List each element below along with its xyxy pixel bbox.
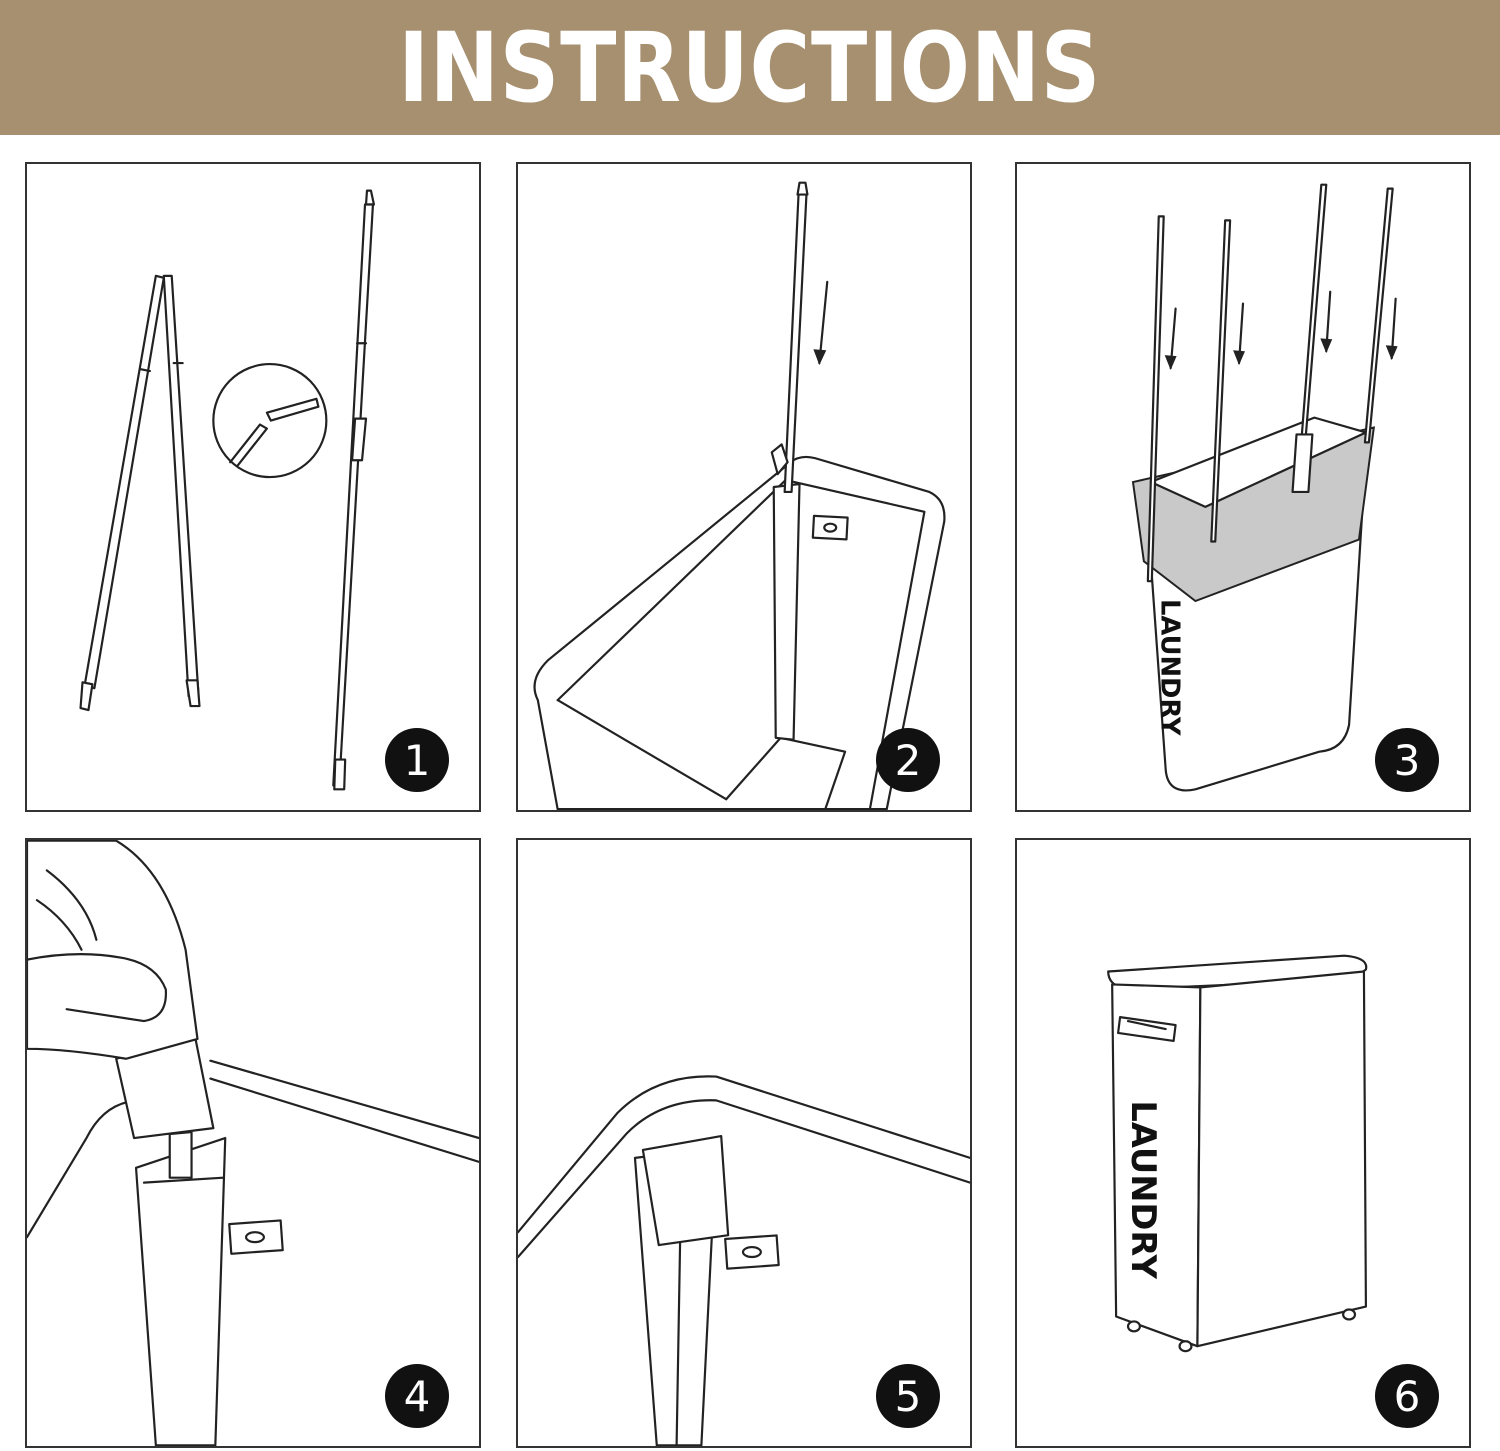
- step-2-number: 2: [876, 728, 940, 792]
- step-6-laundry-label: LAUNDRY: [1124, 1100, 1163, 1279]
- banner-title: INSTRUCTIONS: [398, 11, 1102, 124]
- cap-secured-illustration: [518, 1075, 970, 1446]
- step-1-number: 1: [385, 728, 449, 792]
- step-3-panel: LAUNDRY 3: [1015, 162, 1471, 812]
- step-3-laundry-label: LAUNDRY: [1155, 599, 1185, 736]
- step-5-panel: 5: [516, 838, 972, 1448]
- step-6-panel: LAUNDRY 6: [1015, 838, 1471, 1448]
- folded-pole-illustration: [79, 189, 376, 791]
- instructions-banner: INSTRUCTIONS: [0, 0, 1500, 135]
- hand-pushing-cap-illustration: [27, 840, 479, 1446]
- four-poles-illustration: LAUNDRY: [1131, 183, 1398, 792]
- step-5-number: 5: [876, 1364, 940, 1428]
- step-4-number: 4: [385, 1364, 449, 1428]
- insert-pole-illustration: [533, 181, 946, 810]
- step-4-panel: 4: [25, 838, 481, 1448]
- step-3-number: 3: [1375, 728, 1439, 792]
- step-1-panel: 1: [25, 162, 481, 812]
- finished-basket-illustration: LAUNDRY: [1107, 954, 1368, 1353]
- step-2-panel: 2: [516, 162, 972, 812]
- step-6-number: 6: [1375, 1364, 1439, 1428]
